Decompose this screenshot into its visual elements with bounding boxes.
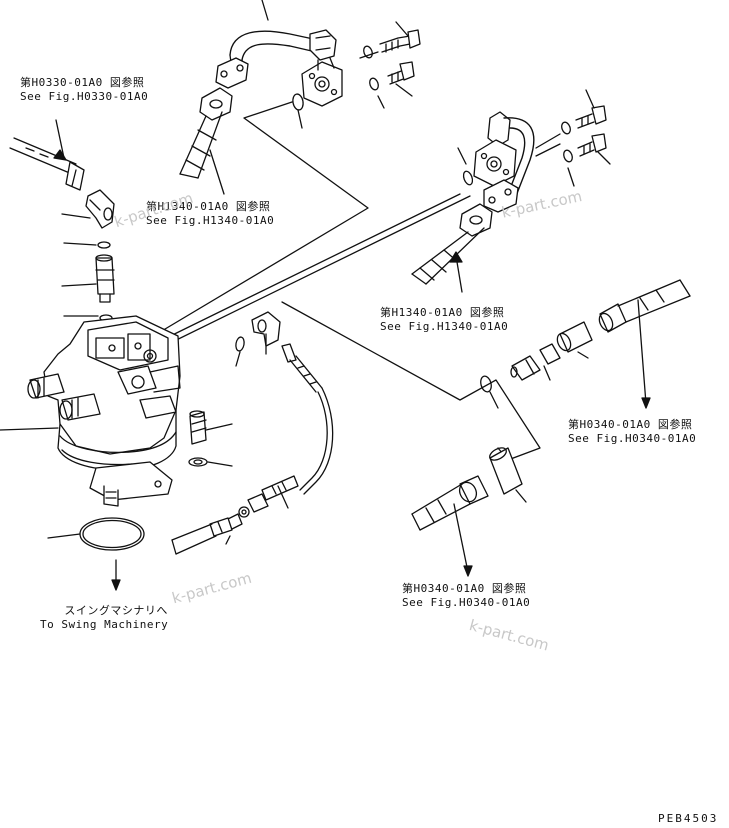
upper-bolts: [359, 21, 421, 109]
ref-h0340-a-jp: 第H0340-01A0 図参照: [568, 418, 693, 431]
motor-bolts: [188, 410, 233, 467]
ref-h1340-b-en: See Fig.H1340-01A0: [380, 320, 509, 333]
ref-h1340-b-jp: 第H1340-01A0 図参照: [380, 306, 505, 319]
ref-h0340-b: 第H0340-01A0 図参照 See Fig.H0340-01A0: [402, 582, 530, 610]
lower-center-hose: [171, 475, 299, 555]
ref-h1340-b: 第H1340-01A0 図参照 See Fig.H1340-01A0: [380, 306, 508, 334]
right-fittings-chain: [510, 279, 691, 409]
swing-motor: [0, 315, 181, 507]
swing-machinery-label: スイングマシナリへ To Swing Machinery: [40, 604, 168, 632]
swing-machinery-en: To Swing Machinery: [40, 618, 169, 631]
left-hose-h0330: [9, 119, 85, 191]
large-o-ring: [79, 517, 145, 551]
o-ring-left-1: [97, 241, 111, 249]
o-ring-upper: [292, 93, 304, 111]
o-ring-right-upper: [462, 170, 474, 186]
ref-h1340-a: 第H1340-01A0 図参照 See Fig.H1340-01A0: [146, 200, 274, 228]
ref-h0340-a-en: See Fig.H0340-01A0: [568, 432, 697, 445]
ref-h1340-a-jp: 第H1340-01A0 図参照: [146, 200, 271, 213]
ref-h0340-b-jp: 第H0340-01A0 図参照: [402, 582, 527, 595]
ref-h0330: 第H0330-01A0 図参照 See Fig.H0330-01A0: [20, 76, 148, 104]
right-lower-hose: [411, 447, 527, 577]
right-flange-hose: [411, 203, 493, 293]
pipe-line-a: [149, 101, 369, 339]
flexible-hose-center: [281, 343, 334, 495]
ref-h1340-a-en: See Fig.H1340-01A0: [146, 214, 275, 227]
ref-h0330-en: See Fig.H0330-01A0: [20, 90, 149, 103]
elbow-fitting-left: [61, 189, 115, 229]
ref-h0330-jp: 第H0330-01A0 図参照: [20, 76, 145, 89]
right-bolts: [561, 89, 611, 187]
ref-h0340-a: 第H0340-01A0 図参照 See Fig.H0340-01A0: [568, 418, 696, 446]
o-ring-center: [235, 336, 245, 352]
ref-h0340-b-en: See Fig.H0340-01A0: [402, 596, 531, 609]
left-flange-hose: [179, 87, 233, 195]
o-ring-right-lower: [480, 375, 492, 393]
pipe-line-b: [149, 193, 461, 347]
adapter-left: [61, 254, 115, 303]
swing-machinery-jp: スイングマシナリへ: [64, 604, 168, 617]
upper-hose-assembly: [215, 0, 343, 107]
center-elbow-fitting: [251, 311, 281, 355]
drawing-code: PEB4503: [658, 812, 719, 825]
